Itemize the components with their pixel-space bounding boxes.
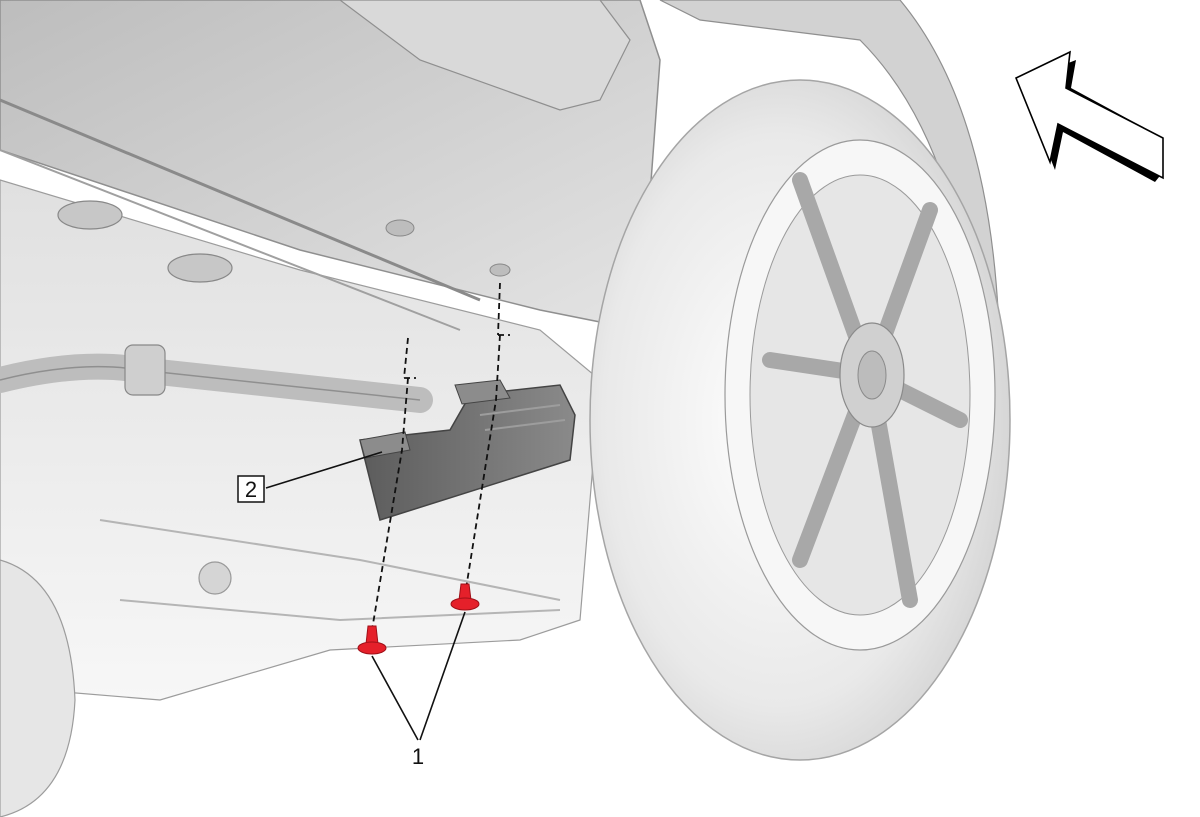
callout-leaders xyxy=(265,451,466,741)
push-pin-retainer-1 xyxy=(357,625,387,655)
installation-axis-lines xyxy=(371,282,510,631)
view-direction-arrow-icon xyxy=(1014,50,1164,182)
push-pin-retainer-2 xyxy=(450,583,480,611)
callout-2: 2 xyxy=(237,475,265,503)
callout-1-label: 1 xyxy=(412,744,424,769)
air-deflector xyxy=(359,379,576,521)
callout-2-label: 2 xyxy=(245,477,257,502)
rear-wheel xyxy=(589,0,1011,761)
